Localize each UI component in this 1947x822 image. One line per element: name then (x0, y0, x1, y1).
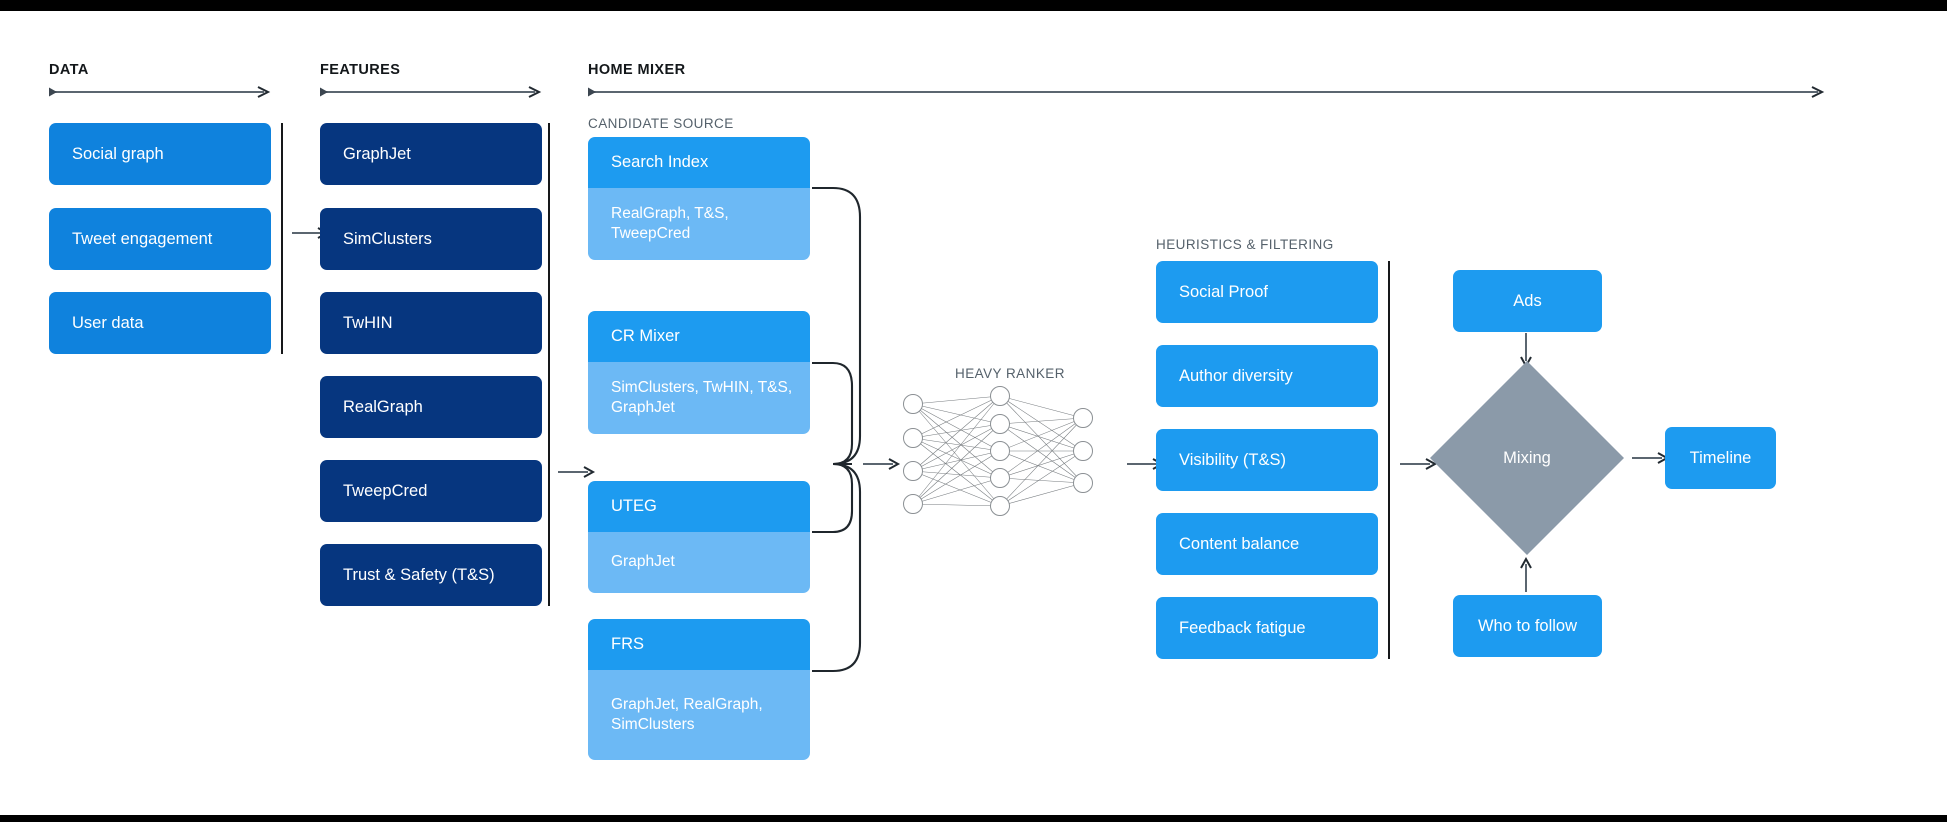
feature-card-1[interactable]: SimClusters (320, 208, 542, 270)
divider-data-features (281, 123, 283, 354)
output-card-timeline[interactable]: Timeline (1665, 427, 1776, 489)
candidate-source-name: UTEG (588, 481, 810, 532)
heuristic-card-label: Social Proof (1179, 282, 1268, 301)
feature-card-label: TwHIN (343, 313, 393, 332)
output-card-ads[interactable]: Ads (1453, 270, 1602, 332)
column-title-features: FEATURES (320, 62, 401, 78)
axis-arrow-home-mixer (588, 86, 1828, 98)
feature-card-5[interactable]: Trust & Safety (T&S) (320, 544, 542, 606)
ads-label: Ads (1513, 291, 1542, 310)
heuristic-card-label: Visibility (T&S) (1179, 450, 1286, 469)
axis-arrow-data (49, 86, 274, 98)
heuristic-card-label: Author diversity (1179, 366, 1293, 385)
feature-card-label: Trust & Safety (T&S) (343, 565, 495, 584)
feature-card-2[interactable]: TwHIN (320, 292, 542, 354)
diagram-canvas: DATA FEATURES HOME MIXER (0, 11, 1947, 815)
candidate-source-features: RealGraph, T&S, TweepCred (588, 188, 810, 260)
bottom-letterbox-bar (0, 815, 1947, 822)
data-card-0[interactable]: Social graph (49, 123, 271, 185)
top-letterbox-bar (0, 0, 1947, 11)
mixing-label: Mixing (1503, 448, 1551, 467)
candidate-source-card-2[interactable]: UTEG GraphJet (588, 481, 810, 593)
feature-card-label: SimClusters (343, 229, 432, 248)
arrow-sources-to-ranker (863, 457, 901, 471)
arrow-features-to-candidate-source (558, 465, 596, 479)
feature-card-label: RealGraph (343, 397, 423, 416)
column-title-home-mixer: HOME MIXER (588, 62, 686, 78)
arrow-who-to-follow-to-mixing (1519, 556, 1533, 592)
mixing-diamond[interactable]: Mixing (1430, 361, 1624, 555)
heuristic-card-label: Feedback fatigue (1179, 618, 1306, 637)
data-card-label: Tweet engagement (72, 229, 213, 248)
candidate-source-card-1[interactable]: CR Mixer SimClusters, TwHIN, T&S, GraphJ… (588, 311, 810, 434)
heuristic-card-4[interactable]: Feedback fatigue (1156, 597, 1378, 659)
heavy-ranker-network (895, 386, 1105, 521)
feature-card-4[interactable]: TweepCred (320, 460, 542, 522)
candidate-source-card-0[interactable]: Search Index RealGraph, T&S, TweepCred (588, 137, 810, 260)
data-card-1[interactable]: Tweet engagement (49, 208, 271, 270)
who-to-follow-label: Who to follow (1477, 616, 1578, 635)
timeline-label: Timeline (1689, 448, 1752, 467)
candidate-source-features: GraphJet (588, 532, 810, 593)
heuristic-card-3[interactable]: Content balance (1156, 513, 1378, 575)
data-card-2[interactable]: User data (49, 292, 271, 354)
feature-card-label: GraphJet (343, 144, 411, 163)
feature-card-label: TweepCred (343, 481, 428, 500)
divider-features-homemixer (548, 123, 550, 606)
feature-card-0[interactable]: GraphJet (320, 123, 542, 185)
axis-arrow-features (320, 86, 545, 98)
section-label-candidate-source: CANDIDATE SOURCE (588, 116, 734, 131)
candidate-source-card-3[interactable]: FRS GraphJet, RealGraph, SimClusters (588, 619, 810, 760)
output-card-who-to-follow[interactable]: Who to follow (1453, 595, 1602, 657)
candidate-source-features: GraphJet, RealGraph, SimClusters (588, 670, 810, 760)
data-card-label: User data (72, 313, 144, 332)
feature-card-3[interactable]: RealGraph (320, 376, 542, 438)
heuristic-card-0[interactable]: Social Proof (1156, 261, 1378, 323)
candidate-source-name: FRS (588, 619, 810, 670)
column-title-data: DATA (49, 62, 89, 78)
heuristic-card-label: Content balance (1179, 534, 1300, 553)
heuristic-card-1[interactable]: Author diversity (1156, 345, 1378, 407)
section-label-heavy-ranker: HEAVY RANKER (955, 366, 1065, 381)
heuristic-card-2[interactable]: Visibility (T&S) (1156, 429, 1378, 491)
data-card-label: Social graph (72, 144, 164, 163)
arrow-heuristics-to-mixing (1400, 457, 1438, 471)
divider-heuristics-mixing (1388, 261, 1390, 659)
candidate-source-name: CR Mixer (588, 311, 810, 362)
candidate-source-name: Search Index (588, 137, 810, 188)
section-label-heuristics: HEURISTICS & FILTERING (1156, 237, 1334, 252)
candidate-source-features: SimClusters, TwHIN, T&S, GraphJet (588, 362, 810, 434)
